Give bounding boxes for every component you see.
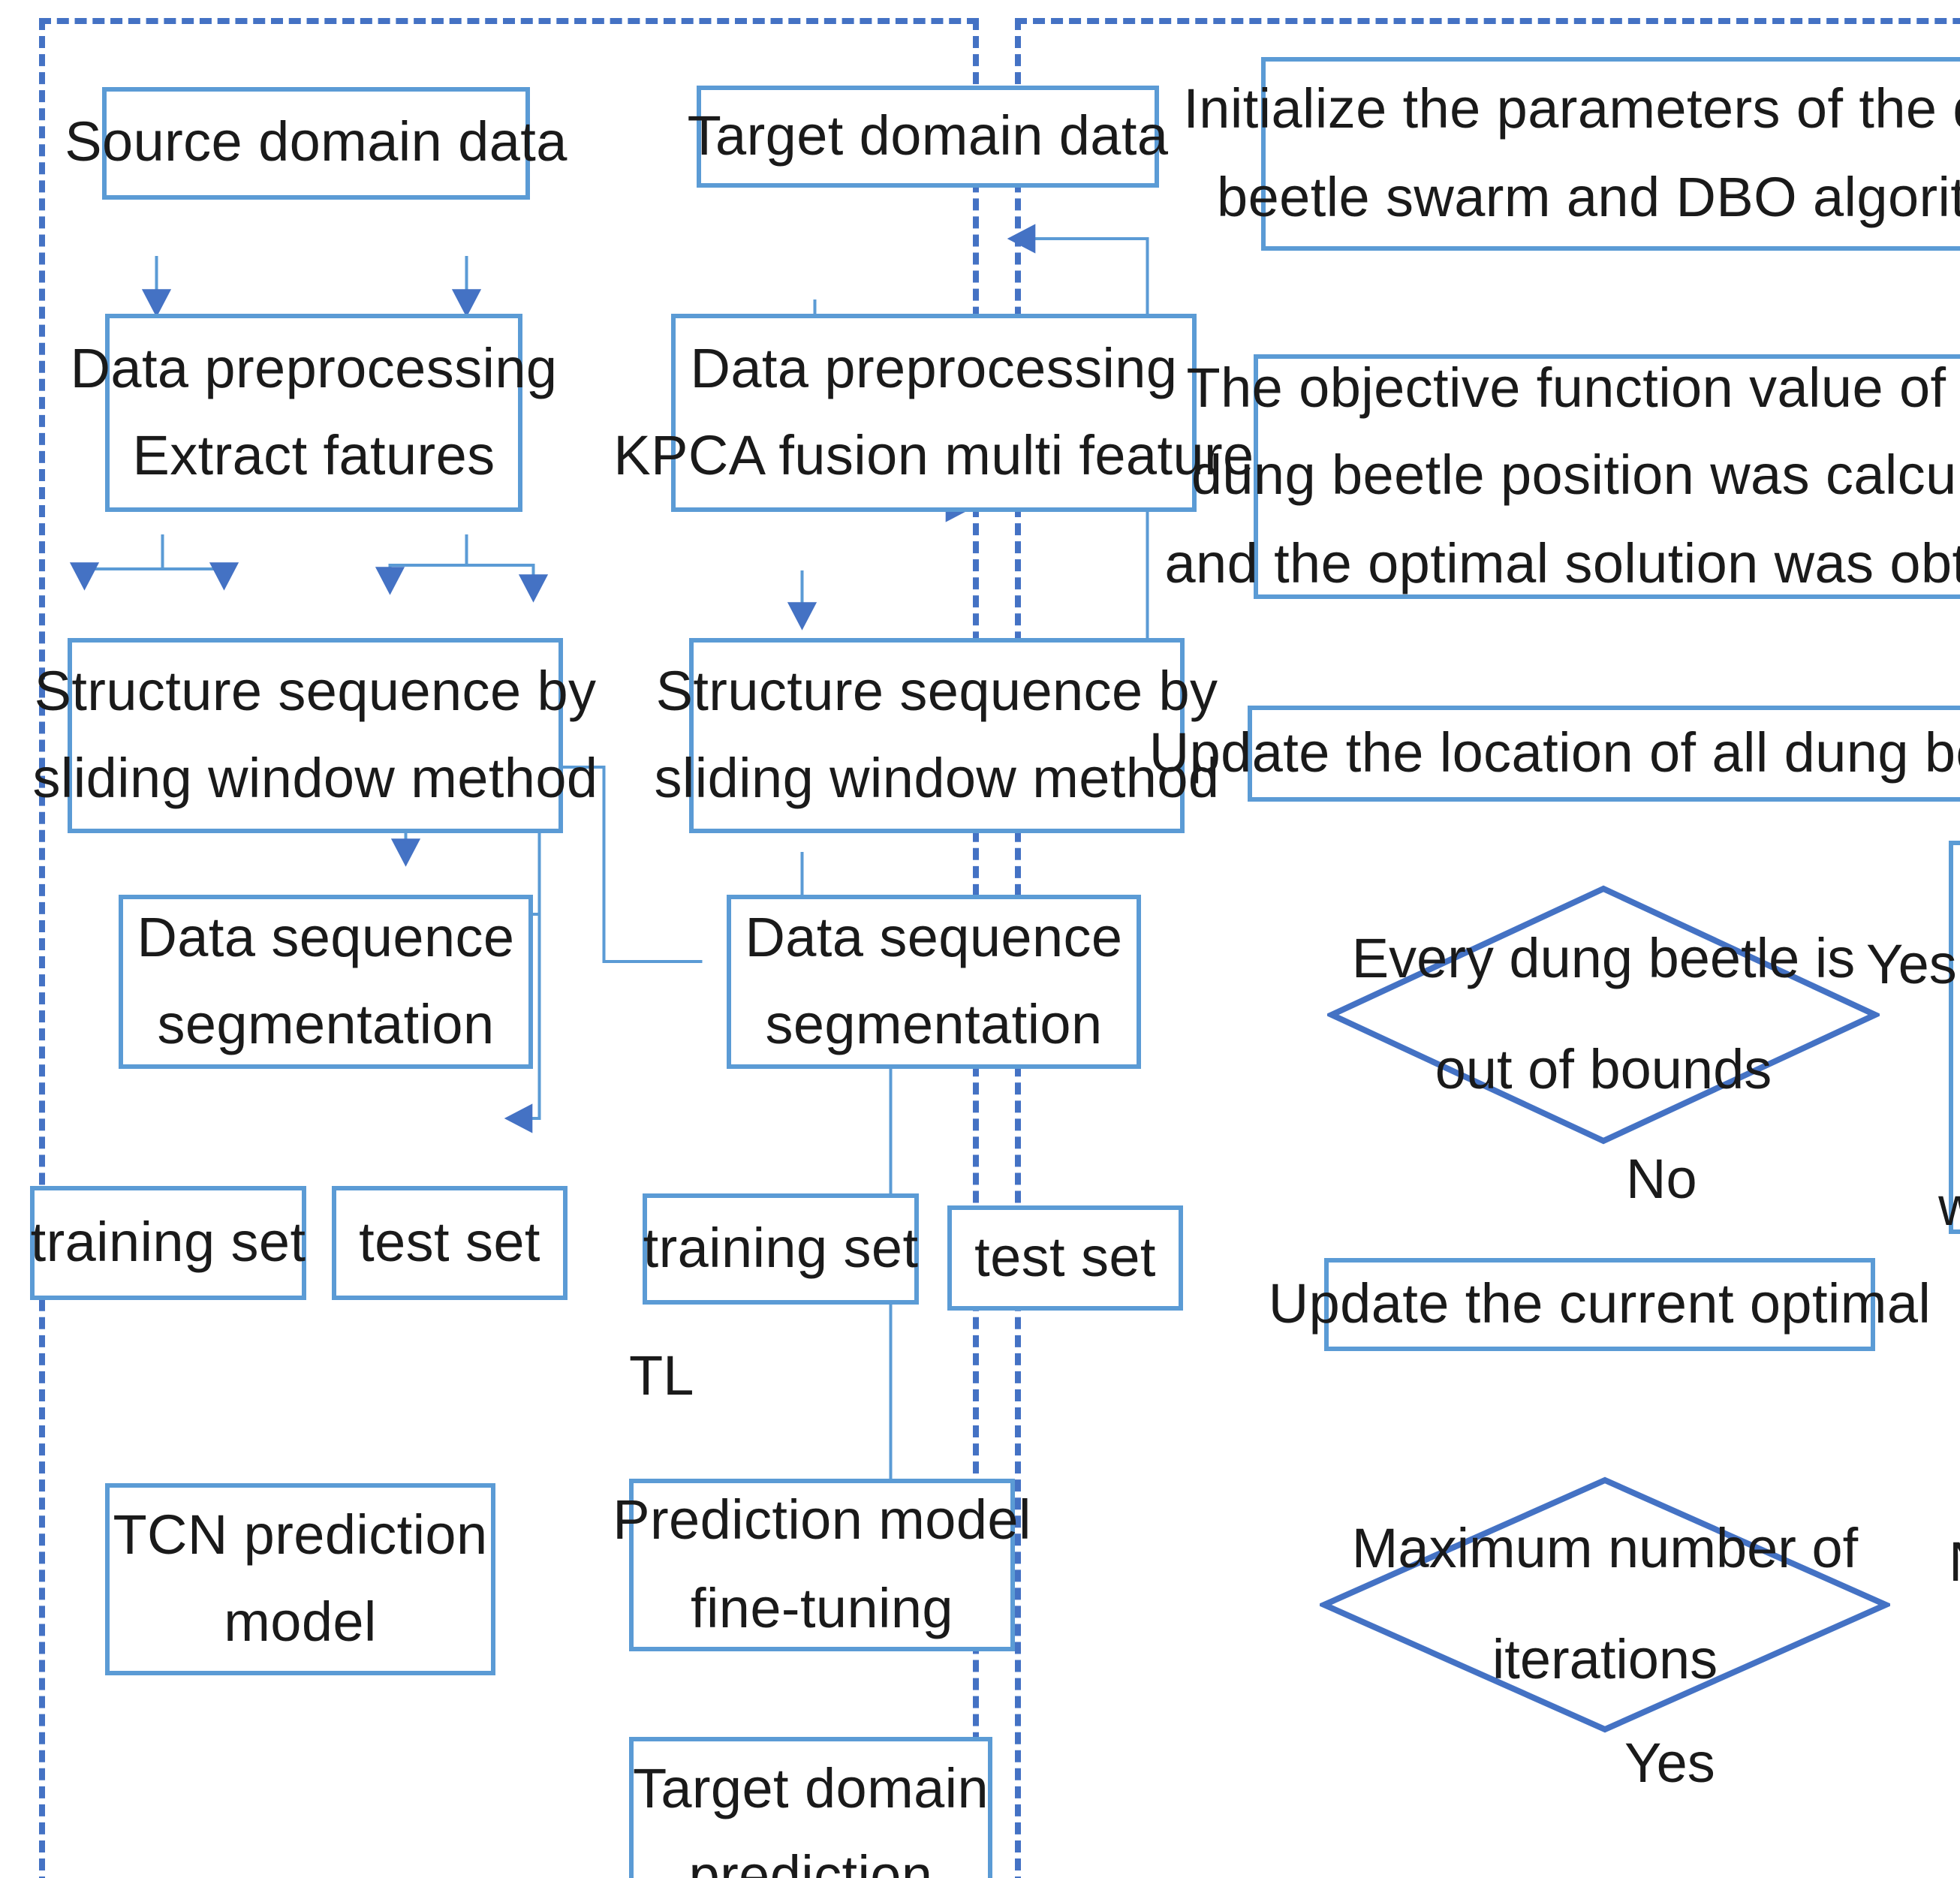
edge-source-seg-to-training xyxy=(69,534,164,591)
diamond-shape xyxy=(1327,885,1880,1145)
edge-source-seg-to-test xyxy=(162,562,239,591)
edge-target-seg-to-test xyxy=(466,564,549,603)
node-text: test set xyxy=(974,1226,1156,1288)
diamond-shape xyxy=(1320,1476,1890,1733)
node-text-line-2: fine-tuning xyxy=(691,1577,953,1639)
node-text-line-2: segmentation xyxy=(157,994,495,1055)
node-target-preprocessing[interactable]: Data preprocessing KPCA fusion multi fea… xyxy=(613,314,1254,512)
node-text: Source domain data xyxy=(65,111,568,173)
node-text-line-2: sliding window method xyxy=(654,748,1220,809)
node-text-line-1: Structure sequence by xyxy=(34,660,597,722)
edge-target-seg-to-training xyxy=(375,534,468,595)
node-text-line-1: Data sequence xyxy=(745,906,1123,968)
node-text-line-3: and the optimal solution was obtained xyxy=(1164,532,1960,594)
node-text-line-2: sliding window method xyxy=(32,748,598,809)
node-target-structure-sequence[interactable]: Structure sequence by sliding window met… xyxy=(655,638,1219,833)
node-dbo-objective-function[interactable]: The objective function value of each dun… xyxy=(1164,354,1960,599)
node-text-line-1: Initialize the parameters of the dung xyxy=(1183,78,1960,140)
node-target-data-segmentation[interactable]: Data sequence segmentation xyxy=(727,895,1141,1069)
node-dbo-expanded-search[interactable]: Expanded search with reference to the gl… xyxy=(1938,841,1960,1238)
node-text: test set xyxy=(359,1211,540,1273)
node-text-line-1: Prediction model xyxy=(613,1489,1031,1551)
node-text-line-1: Structure sequence by xyxy=(655,660,1218,722)
node-source-domain-data[interactable]: Source domain data xyxy=(65,87,567,200)
node-text-line-1: Data preprocessing xyxy=(70,337,558,399)
node-text-line-5: worst position xyxy=(1938,1166,1960,1251)
node-text-line-2: model xyxy=(224,1591,377,1653)
node-text-line-2: segmentation xyxy=(765,994,1103,1055)
node-dbo-initialize[interactable]: Initialize the parameters of the dung be… xyxy=(1183,57,1960,251)
node-text: training set xyxy=(30,1211,306,1273)
node-text: Update the current optimal xyxy=(1268,1272,1931,1335)
node-dbo-max-iterations[interactable]: Maximum number of iterations xyxy=(1320,1476,1890,1734)
node-target-test-set[interactable]: test set xyxy=(947,1205,1183,1311)
node-source-data-segmentation[interactable]: Data sequence segmentation xyxy=(119,895,533,1069)
node-text: training set xyxy=(643,1217,919,1279)
node-text-line-1: TCN prediction xyxy=(113,1503,488,1566)
node-text-line-2: dung beetle position was calculated xyxy=(1191,444,1960,507)
node-text-line-1: The objective function value of each xyxy=(1186,357,1960,419)
edge-label-max-iterations-yes: Yes xyxy=(1624,1732,1715,1794)
node-text-line-1: Data preprocessing xyxy=(690,337,1178,399)
node-dbo-update-current-optimal[interactable]: Update the current optimal xyxy=(1269,1258,1931,1351)
node-text-line-2: prediction xyxy=(688,1845,933,1878)
node-text-line-1: Data sequence xyxy=(137,906,515,968)
node-tcn-prediction-model[interactable]: TCN prediction model xyxy=(105,1483,495,1675)
node-source-preprocessing[interactable]: Data preprocessing Extract fatures xyxy=(71,314,557,512)
node-source-test-set[interactable]: test set xyxy=(332,1186,568,1300)
node-text-line-2: KPCA fusion multi feature xyxy=(613,425,1254,486)
node-dbo-out-of-bounds[interactable]: Every dung beetle is out of bounds xyxy=(1327,884,1880,1145)
node-prediction-model-fine-tuning[interactable]: Prediction model fine-tuning xyxy=(613,1479,1031,1651)
node-target-training-set[interactable]: training set xyxy=(643,1193,919,1305)
edge-label-out-of-bounds-yes: Yes xyxy=(1866,934,1957,995)
edge-label-transfer-learning: TL xyxy=(629,1345,694,1407)
edge-label-max-iterations-no: No xyxy=(1949,1531,1960,1594)
edge-target-test-to-prediction xyxy=(504,914,541,1133)
node-source-structure-sequence[interactable]: Structure sequence by sliding window met… xyxy=(33,638,598,833)
edge-label-out-of-bounds-no: No xyxy=(1626,1148,1697,1210)
node-source-training-set[interactable]: training set xyxy=(30,1186,306,1300)
node-text-line-2: beetle swarm and DBO algorithm xyxy=(1217,166,1960,227)
node-target-domain-data[interactable]: Target domain data xyxy=(688,86,1168,188)
node-text-line-1: Target domain xyxy=(632,1757,989,1819)
node-target-domain-prediction[interactable]: Target domain prediction xyxy=(629,1737,992,1878)
node-text-line-2: Extract fatures xyxy=(132,425,495,486)
node-text: Target domain data xyxy=(687,104,1169,167)
